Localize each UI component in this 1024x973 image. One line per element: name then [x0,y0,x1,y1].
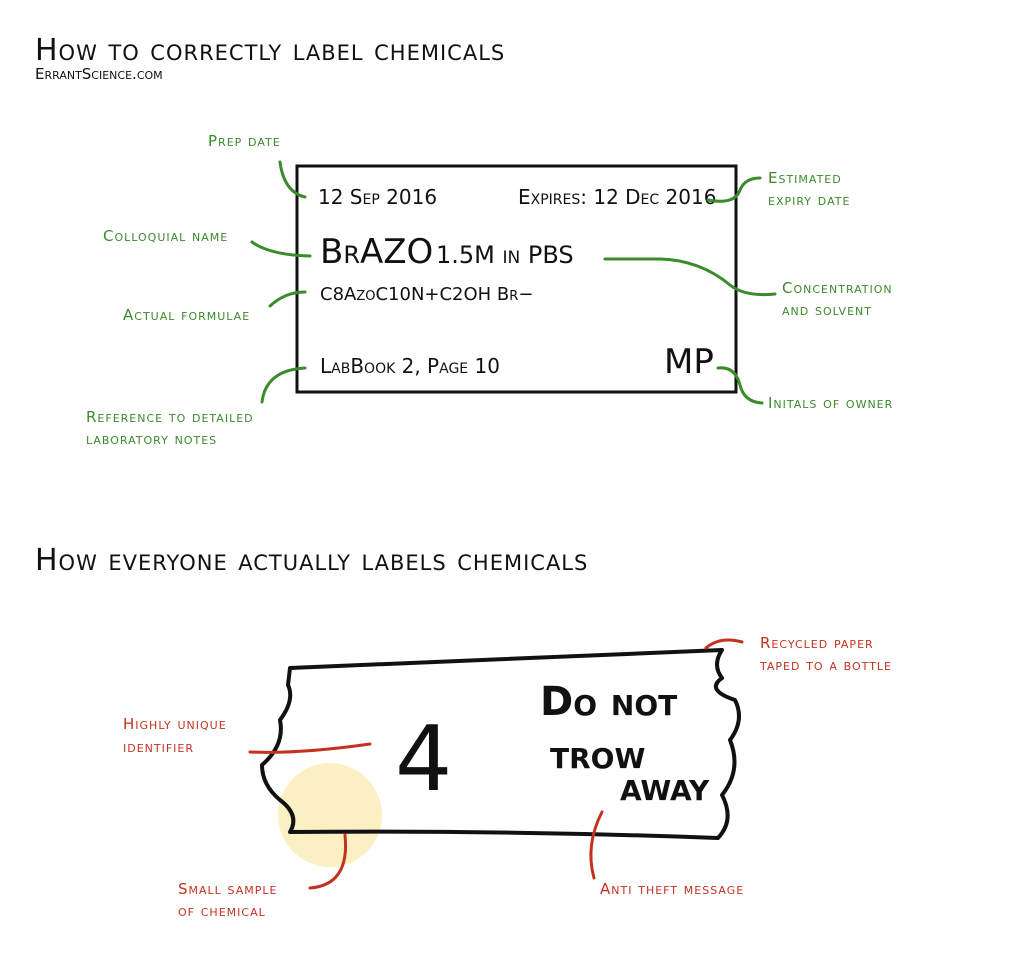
actual-label-paper [260,648,741,840]
pointer-line [250,240,312,258]
pointer-line [308,833,348,890]
pointer-line [589,810,604,880]
ann-concentration-2: and solvent [782,301,872,319]
ann-initials: Initals of owner [768,394,893,412]
ann-sample-1: Small sample [178,880,277,898]
pointer-line [716,366,764,405]
message-line-2: trow [550,732,645,778]
message-line-1: Do not [540,679,677,725]
prep-date: 12 Sep 2016 [318,185,437,209]
ann-formulae: Actual formulae [123,306,250,324]
ann-paper-2: taped to a bottle [759,656,892,674]
pointer-line [603,257,777,297]
ann-identifier-1: Highly unique [123,715,227,733]
pointer-line [706,176,762,203]
ann-identifier-2: identifier [123,738,194,756]
pointer-line [704,638,744,650]
ann-reference-1: Reference to detailed [86,408,254,426]
ann-reference-2: laboratory notes [86,430,217,448]
pointer-line [260,366,307,404]
pointer-line [278,160,307,199]
chemical-name: BrAZO [320,232,433,272]
chemical-sample-stain [278,763,382,867]
ann-paper-1: Recycled paper [760,634,874,652]
owner-initials: MP [664,342,714,382]
ann-expiry-2: expiry date [768,191,850,209]
ann-message: Anti theft message [600,880,744,898]
message-line-3: away [620,764,710,810]
ann-concentration-1: Concentration [782,279,893,297]
ann-colloquial: Colloquial name [103,227,228,245]
lab-reference: LabBook 2, Page 10 [320,354,500,378]
title-top: How to correctly label chemicals [35,33,505,68]
site-name: ErrantScience.com [35,65,163,83]
expiry-date: Expires: 12 Dec 2016 [518,185,716,209]
ann-prep-date: Prep date [208,132,281,150]
identifier-number: 4 [395,707,452,812]
concentration: 1.5M in PBS [436,241,574,269]
ann-expiry-1: Estimated [768,169,842,187]
title-bottom: How everyone actually labels chemicals [35,543,588,578]
formula: C8AzoC10N+C2OH Br− [320,284,533,305]
correct-label-box [295,164,738,394]
ann-sample-2: of chemical [178,902,266,920]
pointer-line [268,290,307,308]
pointer-line [248,742,372,754]
